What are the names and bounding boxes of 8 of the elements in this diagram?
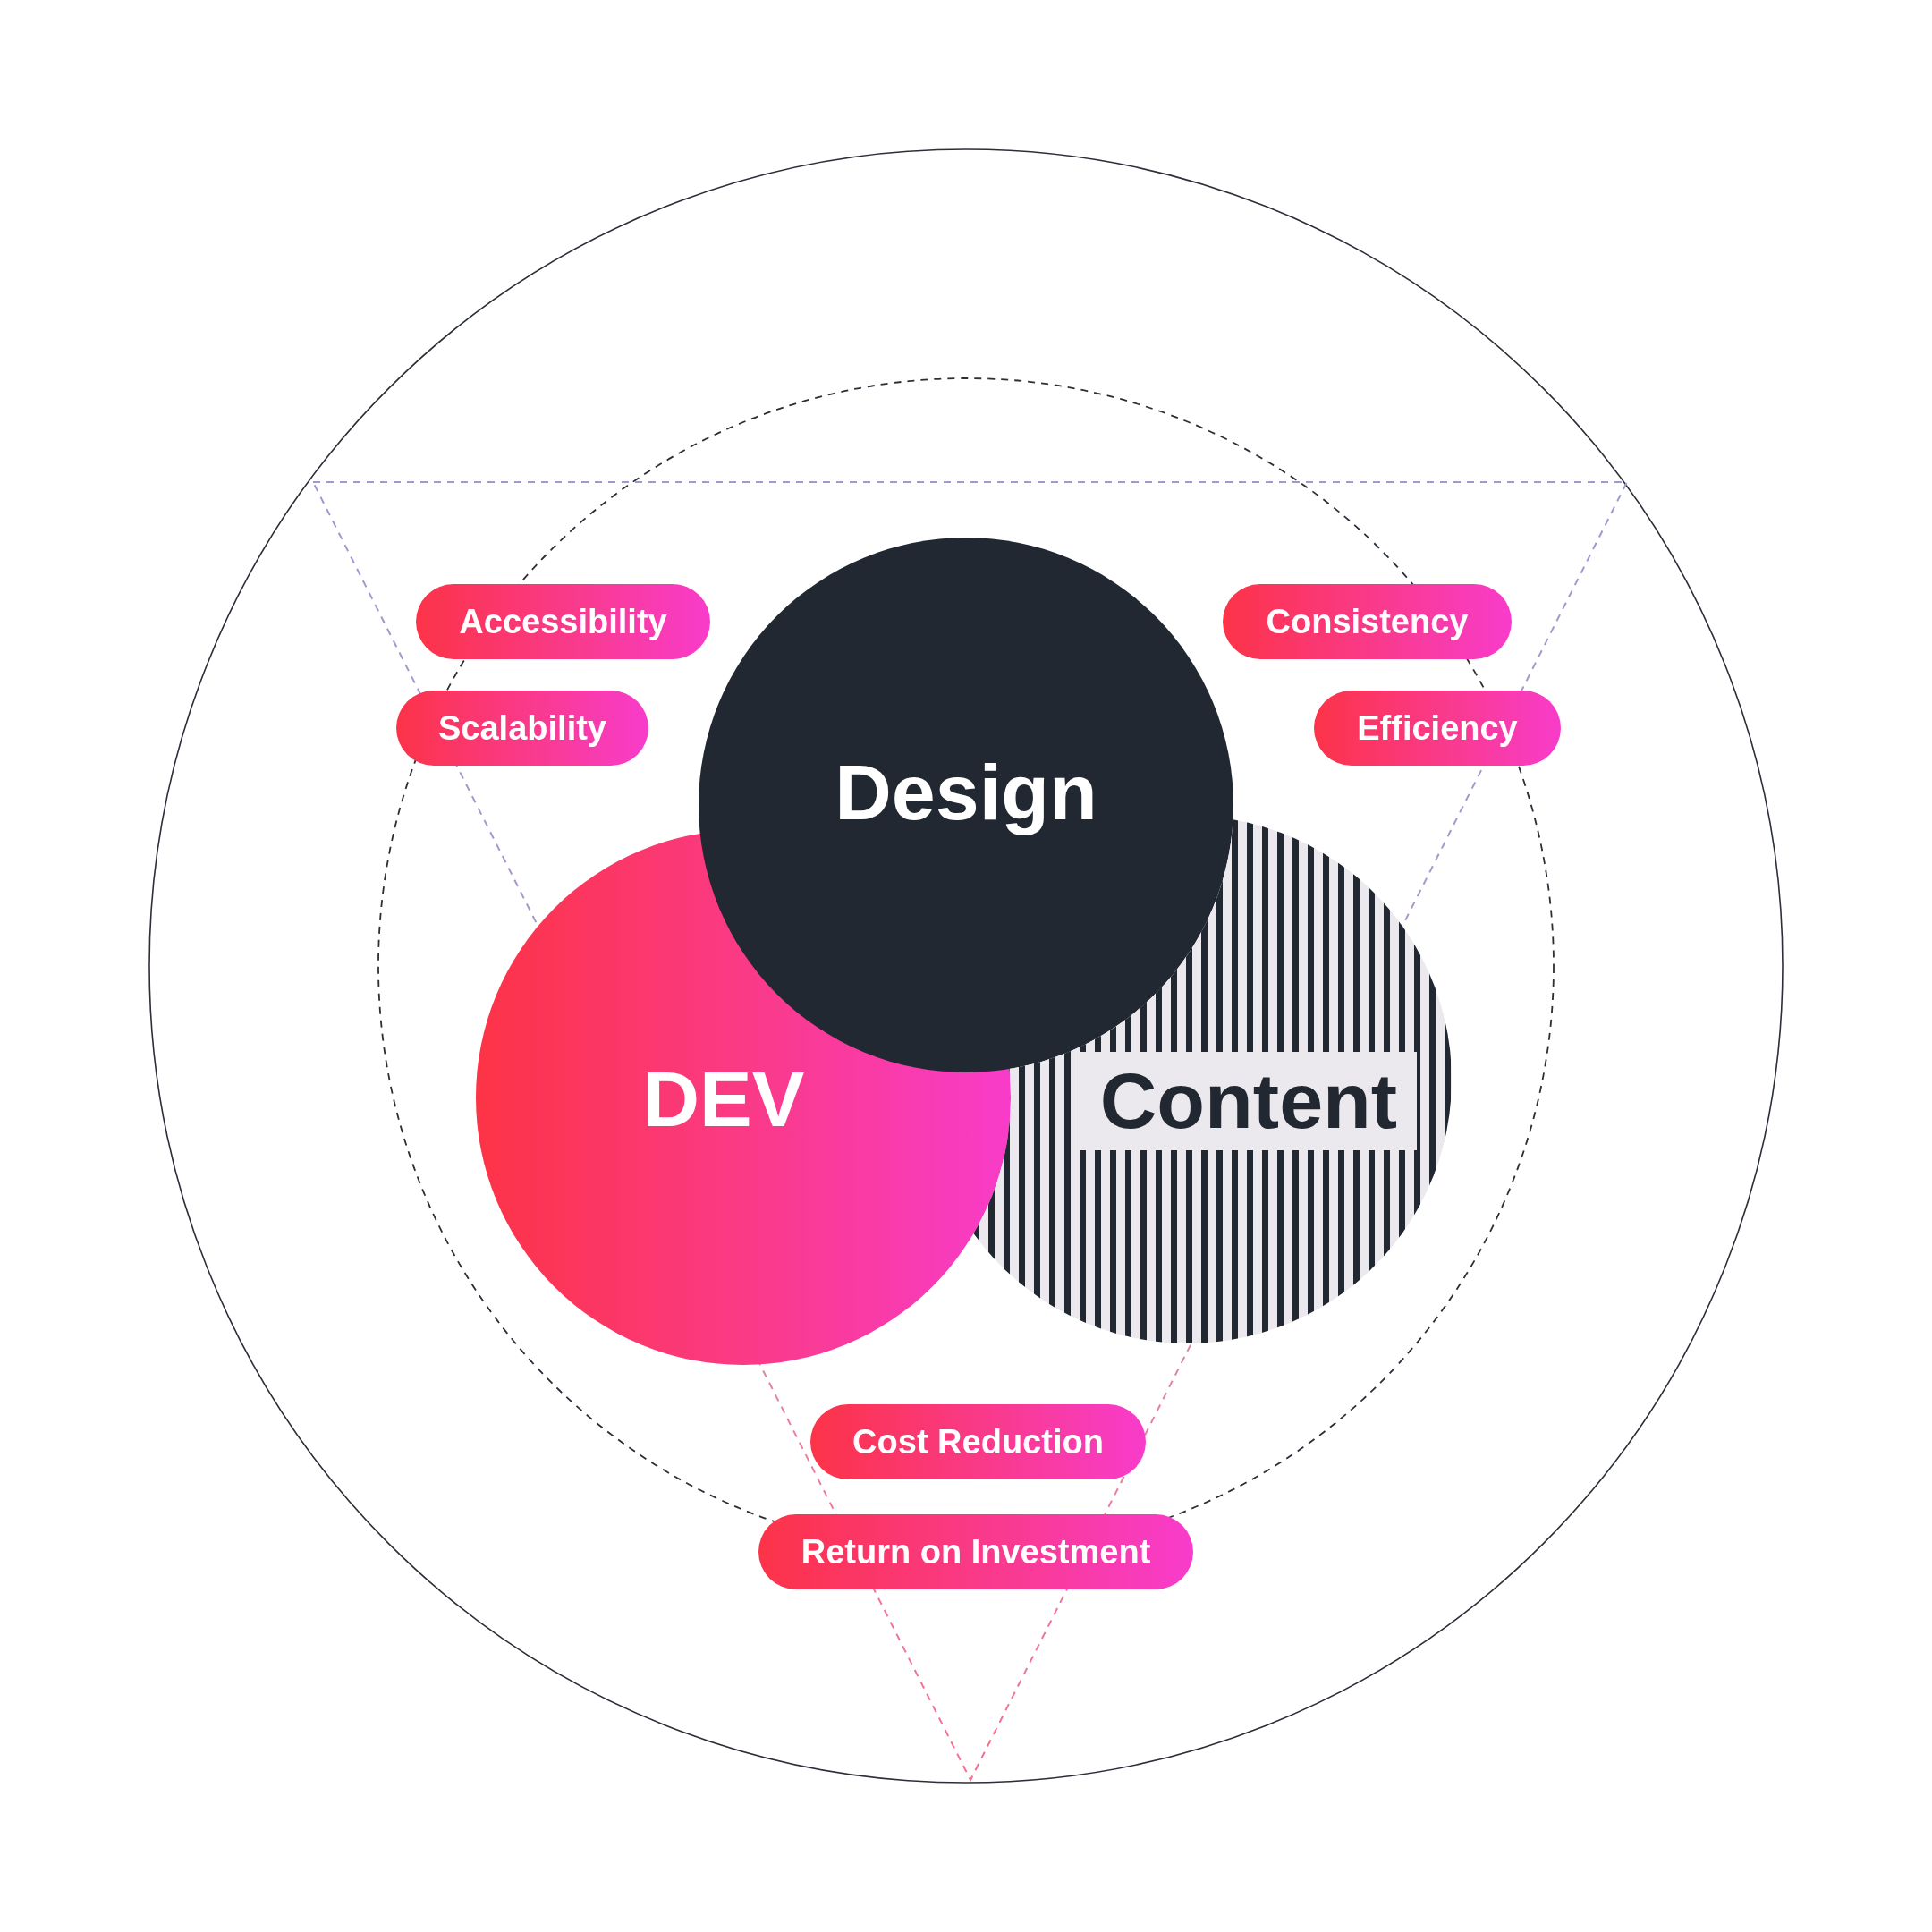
tag-pill: Accessibility (416, 584, 710, 659)
tag-pill: Cost Reduction (810, 1404, 1146, 1479)
circle-label: Content (1080, 1052, 1417, 1150)
tag-pill: Consistency (1223, 584, 1512, 659)
tag-pill: Scalability (396, 691, 648, 766)
tag-pill: Efficiency (1314, 691, 1561, 766)
circle-label: DEV (642, 1060, 805, 1139)
tag-pill: Return on Investment (758, 1514, 1193, 1589)
